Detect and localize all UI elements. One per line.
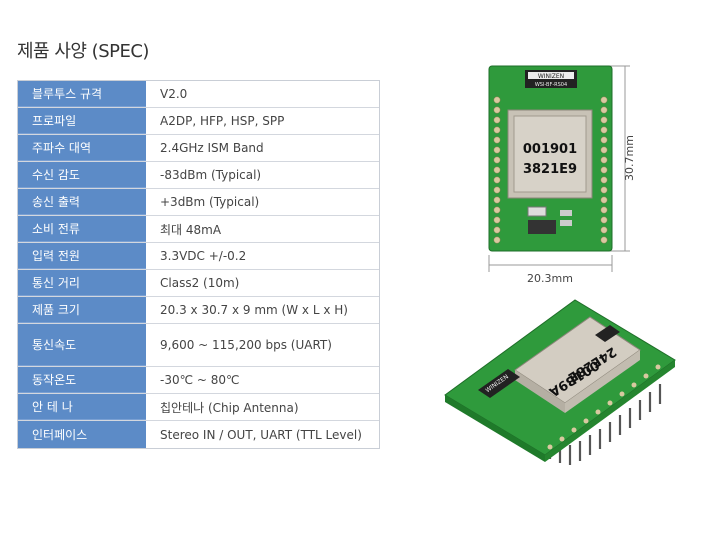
spec-value: -83dBm (Typical) [160, 168, 262, 182]
spec-row: 통신 거리 Class2 (10m) [18, 270, 379, 297]
spec-row: 안 테 나 칩안테나 (Chip Antenna) [18, 394, 379, 421]
spec-label: 블루투스 규격 [18, 81, 146, 107]
spec-label: 소비 전류 [18, 216, 146, 242]
spec-row: 프로파일 A2DP, HFP, HSP, SPP [18, 108, 379, 135]
spec-value: Class2 (10m) [160, 276, 240, 290]
spec-label: 송신 출력 [18, 189, 146, 215]
spec-value: 3.3VDC +/-0.2 [160, 249, 247, 263]
chip-code-line1: 001901 [523, 142, 577, 157]
spec-row: 인터페이스 Stereo IN / OUT, UART (TTL Level) [18, 421, 379, 448]
spec-row: 블루투스 규격 V2.0 [18, 81, 379, 108]
spec-label: 통신 거리 [18, 270, 146, 296]
page-title: 제품 사양 (SPEC) [17, 41, 149, 62]
spec-label: 통신속도 [18, 324, 146, 366]
spec-value: -30℃ ~ 80℃ [160, 373, 240, 387]
spec-label: 동작온도 [18, 367, 146, 393]
spec-row: 송신 출력 +3dBm (Typical) [18, 189, 379, 216]
spec-value: Stereo IN / OUT, UART (TTL Level) [160, 427, 362, 442]
pad-column-right [600, 96, 608, 244]
brand-label: WINIZEN [538, 73, 564, 80]
spec-label: 제품 크기 [18, 297, 146, 323]
model-label: WSI-BF-RS04 [535, 82, 567, 88]
chip-code-line2: 3821E9 [523, 162, 577, 177]
spec-label: 프로파일 [18, 108, 146, 134]
spec-label: 인터페이스 [18, 421, 146, 448]
spec-row: 통신속도 9,600 ~ 115,200 bps (UART) [18, 324, 379, 367]
spec-value: 칩안테나 (Chip Antenna) [160, 400, 299, 415]
spec-label: 주파수 대역 [18, 135, 146, 161]
spec-value: A2DP, HFP, HSP, SPP [160, 114, 285, 128]
spec-row: 수신 감도 -83dBm (Typical) [18, 162, 379, 189]
spec-value: 2.4GHz ISM Band [160, 141, 264, 155]
spec-row: 주파수 대역 2.4GHz ISM Band [18, 135, 379, 162]
spec-table: 블루투스 규격 V2.0 프로파일 A2DP, HFP, HSP, SPP 주파… [17, 80, 380, 449]
spec-label: 입력 전원 [18, 243, 146, 269]
module-top-view: 30.7mm 20.3mm WINIZEN WSI-BF-RS04 001901… [488, 65, 636, 285]
module-iso-view: 001B9A 24E28E WINIZEN [444, 299, 676, 465]
spec-value: 최대 48mA [160, 222, 222, 237]
spec-row: 제품 크기 20.3 x 30.7 x 9 mm (W x L x H) [18, 297, 379, 324]
spec-value: V2.0 [160, 87, 188, 101]
spec-label: 수신 감도 [18, 162, 146, 188]
spec-label: 안 테 나 [18, 394, 146, 420]
spec-value: 20.3 x 30.7 x 9 mm (W x L x H) [160, 303, 348, 317]
pad-column-left [493, 96, 501, 244]
spec-row: 입력 전원 3.3VDC +/-0.2 [18, 243, 379, 270]
spec-value: 9,600 ~ 115,200 bps (UART) [160, 338, 332, 352]
spec-row: 소비 전류 최대 48mA [18, 216, 379, 243]
dimension-height: 30.7mm [623, 135, 636, 181]
dimension-width: 20.3mm [527, 272, 573, 285]
spec-row: 동작온도 -30℃ ~ 80℃ [18, 367, 379, 394]
spec-value: +3dBm (Typical) [160, 195, 260, 209]
